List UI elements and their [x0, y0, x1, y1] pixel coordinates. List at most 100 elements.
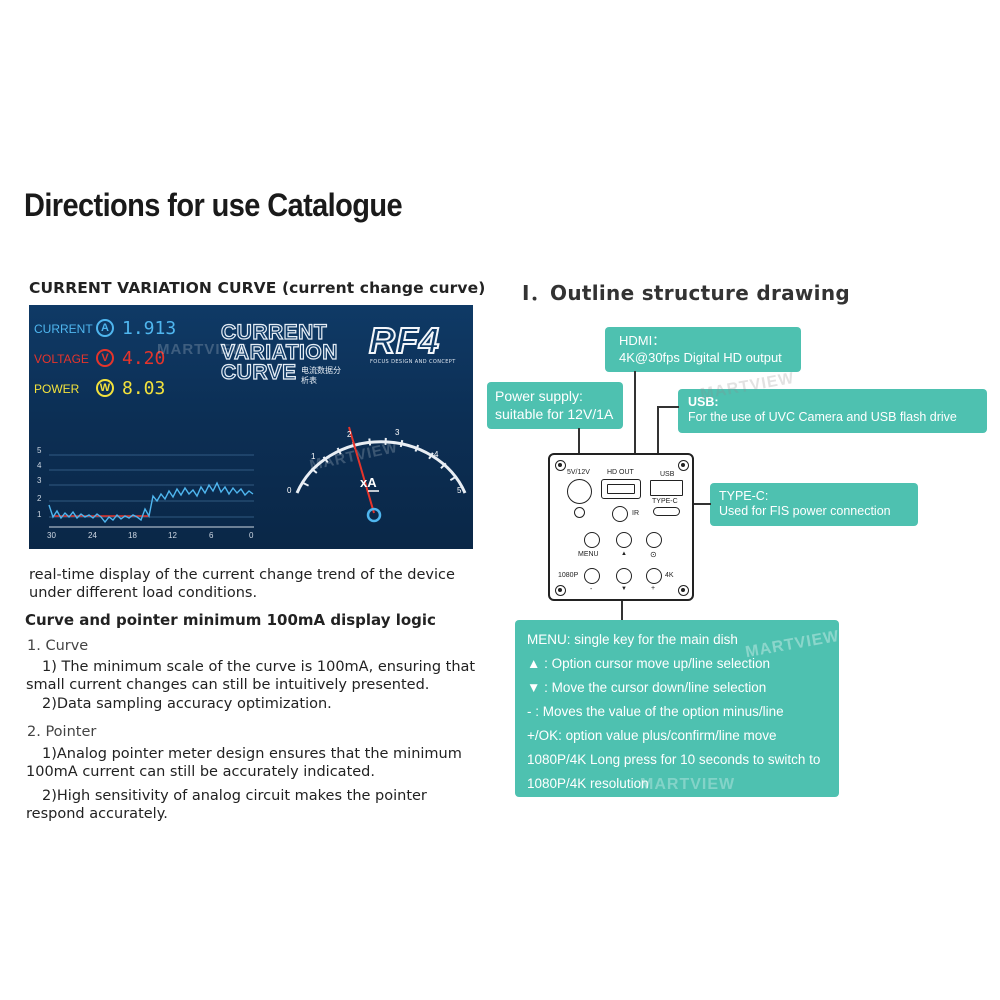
meter-tick: 1: [311, 452, 316, 461]
screw-icon: [555, 585, 566, 596]
menu-line: 1080P/4K resolution: [527, 776, 649, 791]
x-tick: 24: [88, 531, 97, 540]
menu-button[interactable]: [584, 532, 600, 548]
usb-title: USB:: [688, 395, 719, 409]
menu-label: MENU: [578, 551, 599, 558]
description-text: real-time display of the current change …: [29, 567, 455, 601]
power-desc: suitable for 12V/1A: [495, 406, 614, 422]
connector-line: [634, 371, 636, 468]
meter-pointer: [348, 426, 375, 514]
camera-back-panel: 5V/12V HD OUT USB TYPE-C IR MENU ▲ ⊙ 108…: [548, 453, 694, 601]
meter-tick: 2: [347, 430, 352, 439]
connector-line: [657, 406, 679, 408]
menu-line: +/OK: option value plus/confirm/line mov…: [527, 728, 777, 743]
y-tick: 4: [37, 461, 42, 470]
power-label: POWER: [34, 382, 80, 396]
p1080-label: 1080P: [558, 572, 579, 579]
ir-sensor: [612, 506, 628, 522]
capture-button[interactable]: [646, 532, 662, 548]
x-tick: 0: [249, 531, 254, 540]
meter-tick: 0: [287, 486, 292, 495]
screw-icon: [678, 585, 689, 596]
current-value: 1.913: [122, 318, 177, 339]
meter-arc: [295, 440, 467, 494]
curve-heading: 1. Curve: [27, 638, 89, 654]
current-label: CURRENT: [34, 322, 93, 336]
plus-button[interactable]: [646, 568, 662, 584]
y-tick: 2: [37, 494, 42, 503]
power-value: 8.03: [122, 378, 166, 399]
typec-port[interactable]: [653, 507, 680, 516]
up-arrow-icon: ▲: [621, 551, 627, 557]
hdmi-port-inner: [607, 484, 635, 494]
down-button[interactable]: [616, 568, 632, 584]
watt-icon: W: [96, 379, 114, 397]
curve-title-cn: 电流数据分析表: [301, 366, 341, 385]
typec-title: TYPE-C:: [719, 489, 769, 503]
usb-port-label: USB: [660, 471, 675, 478]
rf4-tagline: FOCUS DESIGN AND CONCEPT: [370, 359, 456, 365]
current-curve-line: [48, 481, 254, 524]
x-tick: 12: [168, 531, 177, 540]
k4-label: 4K: [665, 572, 674, 579]
meter-tick: 5: [457, 486, 462, 495]
curve-title-line-3: CURVE: [220, 361, 297, 384]
connector-line: [578, 428, 580, 468]
x-tick: 18: [128, 531, 137, 540]
screw-icon: [555, 460, 566, 471]
curve-title-line-2: VARIATION: [220, 341, 338, 364]
menu-line: ▼ : Move the cursor down/line selection: [527, 680, 767, 695]
menu-callout: MENU: single key for the main dish ▲ : O…: [515, 620, 839, 797]
y-tick: 3: [37, 476, 42, 485]
curve-title-line-1: CURRENT: [220, 321, 328, 344]
typec-port-label: TYPE-C: [652, 498, 678, 505]
minus-label: -: [590, 586, 593, 593]
menu-line: ▲ : Option cursor move up/line selection: [527, 656, 770, 671]
power-indicator: [574, 507, 585, 518]
curve-point-1: 1) The minimum scale of the curve is 100…: [26, 659, 476, 693]
current-curve-heading: CURRENT VARIATION CURVE (current change …: [29, 279, 486, 297]
hdmi-title: HDMI：: [619, 333, 666, 348]
typec-callout: TYPE-C: Used for FIS power connection: [710, 483, 918, 526]
connector-line: [657, 406, 659, 468]
usb-port[interactable]: [650, 480, 683, 496]
pointer-point-1: 1)Analog pointer meter design ensures th…: [26, 746, 462, 780]
power-callout: Power supply: suitable for 12V/1A: [487, 382, 623, 429]
pointer-point-2: 2)High sensitivity of analog circuit mak…: [26, 788, 427, 822]
plus-label: +: [651, 585, 656, 592]
meter-pivot: [366, 507, 382, 523]
device-screen: CURRENT A 1.913 VOLTAGE V 4.20 POWER W 8…: [29, 305, 473, 549]
meter-unit: xA: [360, 475, 377, 490]
current-curve-graph: 5 4 3 2 1 30 24 18 12 6 0 0 1 2 3 4 5 xA: [37, 426, 467, 540]
up-button[interactable]: [616, 532, 632, 548]
meter-tick: 4: [434, 450, 439, 459]
camera-icon: ⊙: [650, 550, 657, 559]
usb-desc: For the use of UVC Camera and USB flash …: [688, 410, 957, 424]
curve-point-2: 2)Data sampling accuracy optimization.: [42, 696, 332, 712]
voltage-label: VOLTAGE: [34, 352, 89, 366]
connector-line: [621, 588, 623, 622]
hdmi-desc: 4K@30fps Digital HD output: [619, 350, 782, 365]
page-title: Directions for use Catalogue: [24, 188, 403, 224]
power-port[interactable]: [567, 479, 592, 504]
meter-arc-inner: [301, 437, 461, 487]
x-tick: 6: [209, 531, 214, 540]
typec-desc: Used for FIS power connection: [719, 504, 891, 518]
minus-button[interactable]: [584, 568, 600, 584]
pointer-heading: 2. Pointer: [27, 724, 97, 740]
meter-tick: 3: [395, 428, 400, 437]
curve-title: CURRENT VARIATION CURVE: [220, 321, 338, 384]
rf4-logo: RF4: [368, 319, 441, 362]
hdmi-port[interactable]: [601, 479, 641, 499]
menu-line: 1080P/4K Long press for 10 seconds to sw…: [527, 752, 821, 767]
outline-drawing-heading: Ⅰ．Outline structure drawing: [522, 281, 850, 305]
usb-callout: USB: For the use of UVC Camera and USB f…: [678, 389, 987, 433]
power-title: Power supply:: [495, 388, 583, 404]
voltage-value: 4.20: [122, 348, 166, 369]
hdmi-callout: HDMI： 4K@30fps Digital HD output: [605, 327, 801, 372]
y-tick: 5: [37, 446, 42, 455]
connector-line: [678, 503, 711, 505]
menu-line: - : Moves the value of the option minus/…: [527, 704, 784, 719]
watermark: MARTVIEW: [640, 776, 736, 793]
ampere-icon: A: [96, 319, 114, 337]
